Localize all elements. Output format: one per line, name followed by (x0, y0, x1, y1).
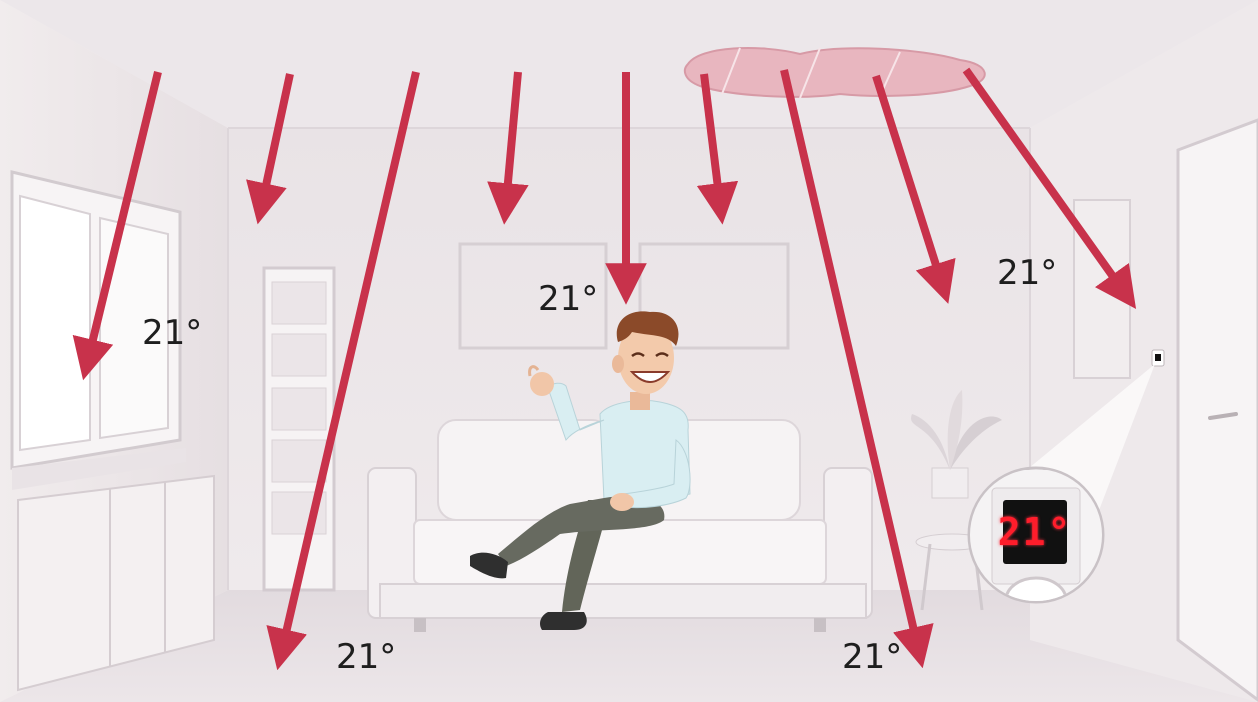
thermostat-display: 21° (1003, 500, 1067, 564)
temperature-label-center: 21° (538, 282, 598, 316)
bookshelf (264, 268, 334, 590)
temperature-label-floor-right: 21° (842, 640, 902, 674)
temperature-label-floor-left: 21° (336, 640, 396, 674)
temperature-label-right-wall: 21° (997, 256, 1057, 290)
temperature-label-window: 21° (142, 316, 202, 350)
ceiling-heater-icon (685, 48, 985, 98)
